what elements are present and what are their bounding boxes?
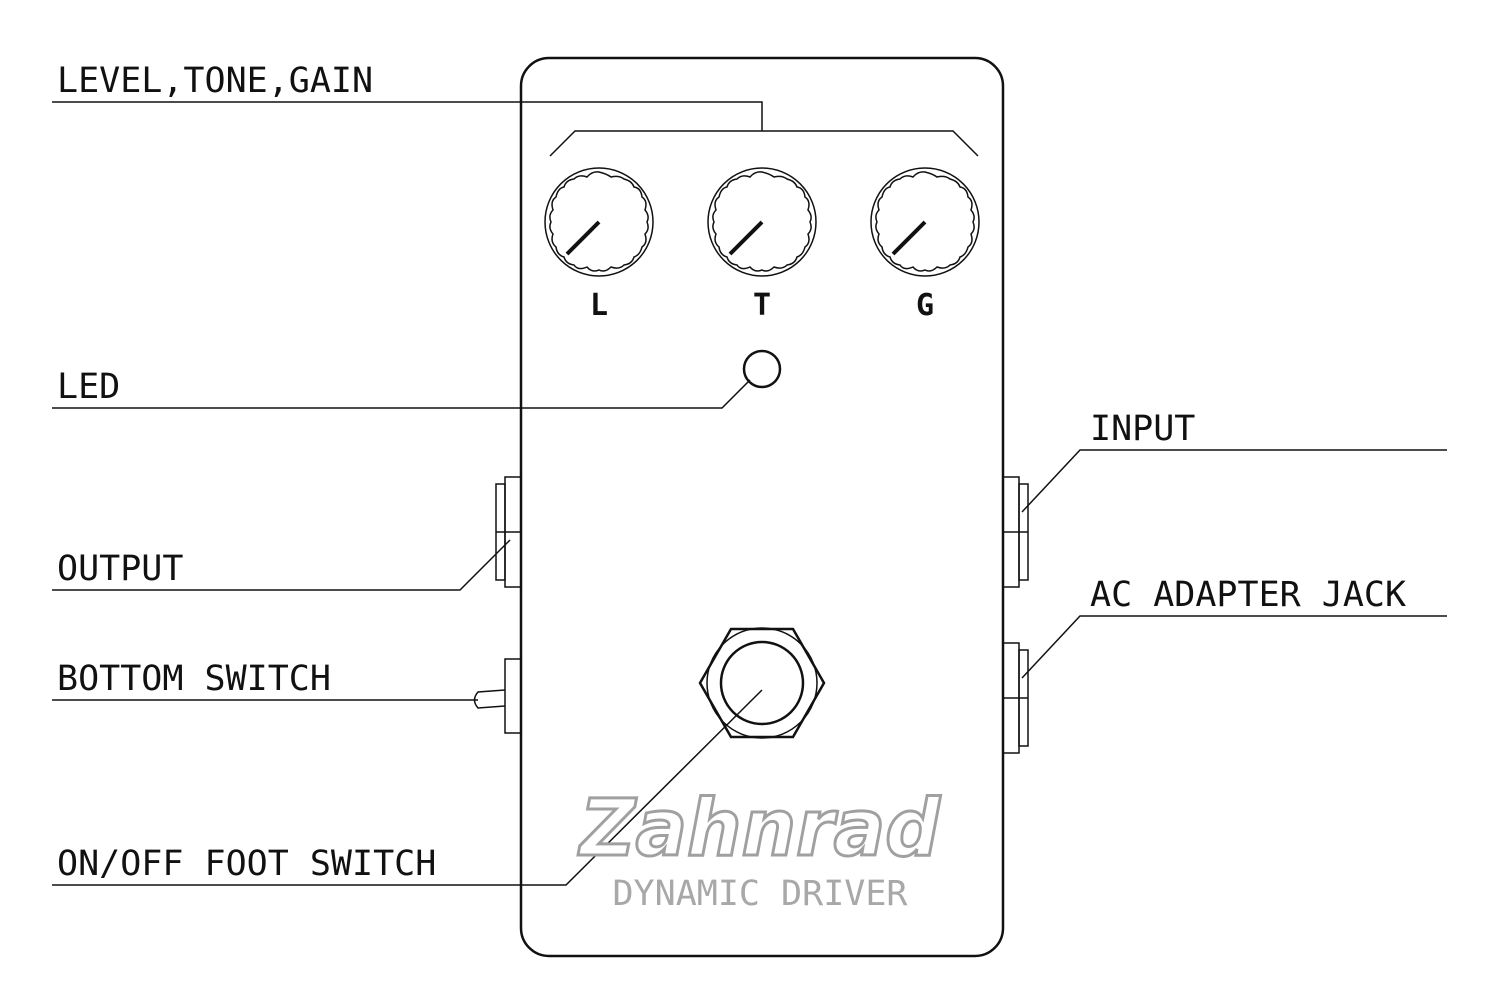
knob-label-tone: T <box>753 288 771 323</box>
leader-output <box>52 539 511 591</box>
foot-switch[interactable] <box>698 627 826 739</box>
knob-label-gain: G <box>916 288 934 323</box>
knob-grip <box>875 171 975 272</box>
foot-switch-button <box>719 640 805 726</box>
input-jack[interactable] <box>1002 476 1029 588</box>
leader-input <box>1021 449 1447 513</box>
knob-group-bracket <box>549 130 979 157</box>
label-bottom-switch: BOTTOM SWITCH <box>57 659 331 699</box>
knob-pointer <box>891 220 927 256</box>
foot-switch-ring <box>706 627 818 739</box>
model-name: DYNAMIC DRIVER <box>612 874 908 914</box>
led-indicator <box>742 349 782 389</box>
knob-outer-ring <box>707 167 817 277</box>
label-led: LED <box>57 367 120 407</box>
leader-ac-adapter <box>1021 615 1447 679</box>
ac-adapter-jack[interactable] <box>1002 642 1029 754</box>
knob-gain[interactable] <box>870 167 980 277</box>
label-input: INPUT <box>1090 409 1195 449</box>
label-output: OUTPUT <box>57 549 183 589</box>
knob-level[interactable] <box>544 167 654 277</box>
knob-pointer <box>565 220 601 256</box>
knob-label-level: L <box>590 288 608 323</box>
output-jack[interactable] <box>495 476 522 588</box>
label-foot-switch: ON/OFF FOOT SWITCH <box>57 844 436 884</box>
knob-grip <box>712 171 812 272</box>
leader-knobs <box>52 101 763 131</box>
foot-switch-hex-nut <box>698 627 826 739</box>
brand-logo: Zahnrad <box>577 784 941 874</box>
bottom-switch[interactable] <box>473 658 522 734</box>
bottom-switch-lever <box>473 689 506 709</box>
knob-grip <box>549 171 649 272</box>
knob-outer-ring <box>544 167 654 277</box>
knob-pointer <box>728 220 764 256</box>
knob-outer-ring <box>870 167 980 277</box>
bottom-switch-body <box>504 658 522 734</box>
leader-led <box>52 379 751 409</box>
knob-tone[interactable] <box>707 167 817 277</box>
label-ac-adapter-jack: AC ADAPTER JACK <box>1090 575 1406 615</box>
label-level-tone-gain: LEVEL,TONE,GAIN <box>57 61 373 101</box>
leader-foot-switch <box>52 689 763 886</box>
